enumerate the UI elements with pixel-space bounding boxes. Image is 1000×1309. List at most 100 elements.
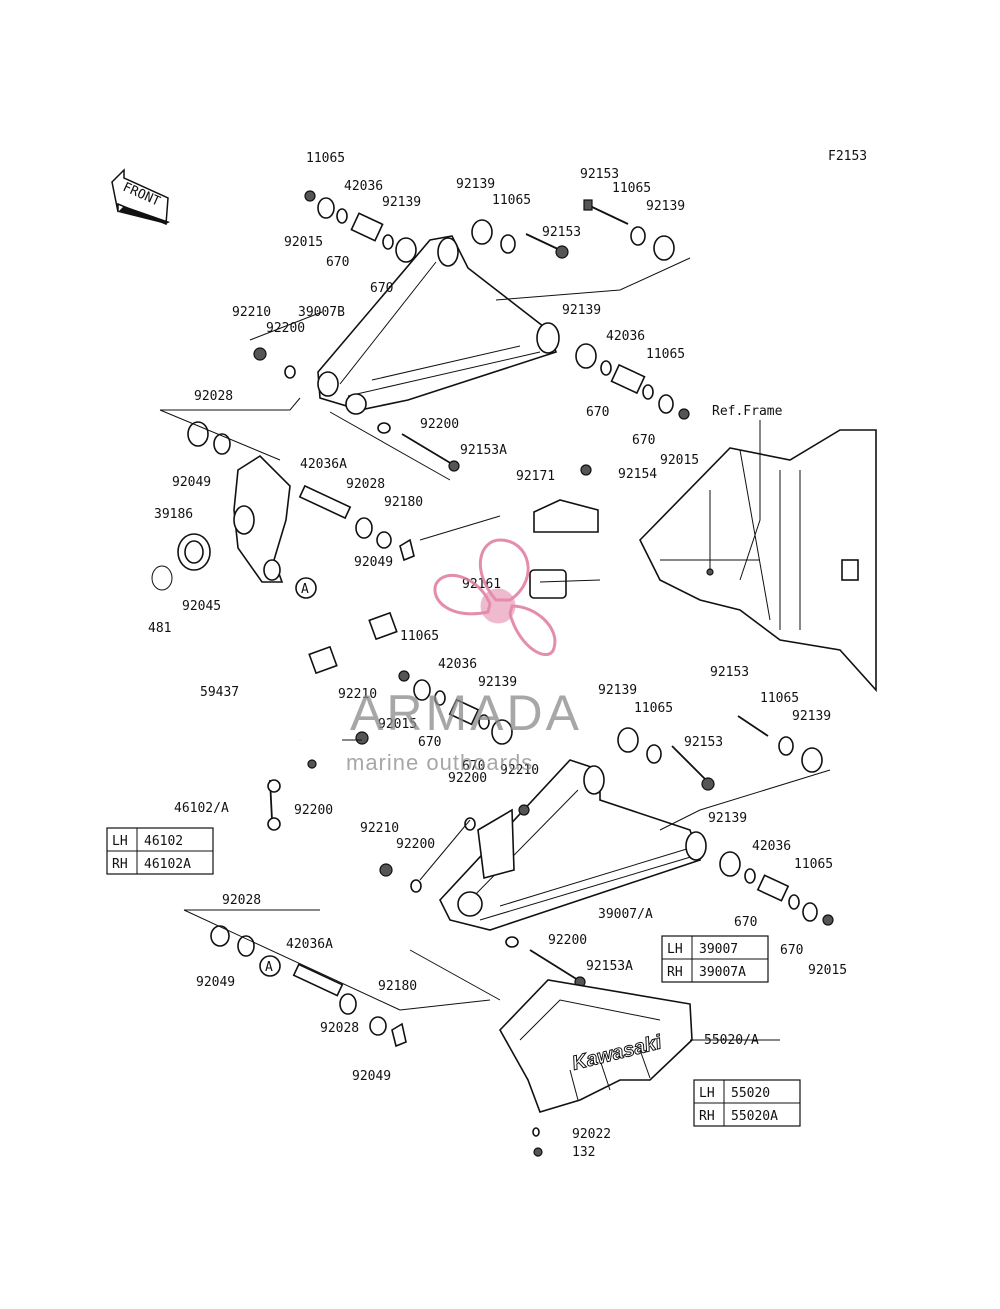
callout-label: 92139 <box>478 675 517 690</box>
callout-label: 92139 <box>598 683 637 698</box>
callout-label: 92015 <box>378 717 417 732</box>
ref-frame-label: Ref.Frame <box>712 404 783 419</box>
svg-text:RH: RH <box>667 965 683 980</box>
callout-label: 55020/A <box>704 1033 759 1048</box>
callout-label: 670 <box>586 405 609 420</box>
callout-label: 92200 <box>266 321 305 336</box>
upper-a-arm <box>317 235 560 415</box>
callout-label: 11065 <box>492 193 531 208</box>
callout-label: 42036 <box>606 329 645 344</box>
svg-text:LH: LH <box>112 834 128 849</box>
callout-label: 11065 <box>400 629 439 644</box>
callout-label: 92171 <box>516 469 555 484</box>
callout-label: 11065 <box>634 701 673 716</box>
propeller-logo-icon <box>433 538 557 657</box>
svg-text:46102A: 46102A <box>144 857 191 872</box>
callout-label: 42036A <box>300 457 347 472</box>
callout-label: 11065 <box>760 691 799 706</box>
callout-label: 92139 <box>562 303 601 318</box>
callout-label: 670 <box>370 281 393 296</box>
watermark-brand: ARMADA <box>350 685 582 741</box>
callout-label: 92045 <box>182 599 221 614</box>
callout-label: 92200 <box>294 803 333 818</box>
svg-text:LH: LH <box>699 1086 715 1101</box>
callout-label: 132 <box>572 1145 595 1160</box>
callout-label: 92028 <box>222 893 261 908</box>
callout-label: 92015 <box>284 235 323 250</box>
callout-label: 42036A <box>286 937 333 952</box>
callout-label: 92180 <box>378 979 417 994</box>
callout-label: 481 <box>148 621 171 636</box>
callout-labels: 11065 42036 92015 670 92139 670 92139 11… <box>148 151 847 1160</box>
callout-label: 92139 <box>646 199 685 214</box>
callout-label: 670 <box>780 943 803 958</box>
callout-label: 46102/A <box>174 801 229 816</box>
svg-text:55020: 55020 <box>731 1086 770 1101</box>
callout-label: 59437 <box>200 685 239 700</box>
callout-label: 92139 <box>456 177 495 192</box>
callout-label: 92153 <box>684 735 723 750</box>
frame-reference <box>639 429 877 693</box>
callout-label: 92049 <box>196 975 235 990</box>
callout-label: 92049 <box>172 475 211 490</box>
callout-label: 42036 <box>438 657 477 672</box>
svg-text:A: A <box>301 582 309 597</box>
stabilizer-bar <box>267 464 599 831</box>
lh-rh-table-55020: LH 55020 RH 55020A <box>693 1079 801 1127</box>
callout-label: 39186 <box>154 507 193 522</box>
circle-marker-a-upper: A <box>295 577 317 599</box>
callout-label: 11065 <box>612 181 651 196</box>
callout-label: 39007B <box>298 305 345 320</box>
callout-label: 670 <box>418 735 441 750</box>
callout-label: 92153 <box>542 225 581 240</box>
callout-label: 92015 <box>660 453 699 468</box>
callout-label: 92049 <box>354 555 393 570</box>
callout-label: 92139 <box>708 811 747 826</box>
steering-knuckle <box>151 421 415 591</box>
callout-label: 670 <box>734 915 757 930</box>
callout-label: 92153 <box>710 665 749 680</box>
figure-code: F2153 <box>828 149 867 164</box>
callout-label: 42036 <box>344 179 383 194</box>
callout-label: 92210 <box>500 763 539 778</box>
svg-text:RH: RH <box>699 1109 715 1124</box>
lower-bushings <box>210 670 834 1048</box>
callout-label: 92210 <box>360 821 399 836</box>
callout-label: 92015 <box>808 963 847 978</box>
callout-label: 92210 <box>232 305 271 320</box>
svg-text:39007: 39007 <box>699 942 738 957</box>
callout-label: 92210 <box>338 687 377 702</box>
svg-text:39007A: 39007A <box>699 965 746 980</box>
callout-label: 92200 <box>396 837 435 852</box>
callout-label: 670 <box>462 759 485 774</box>
watermark-tagline: marine outboards <box>346 750 533 775</box>
callout-label: 11065 <box>306 151 345 166</box>
svg-text:55020A: 55020A <box>731 1109 778 1124</box>
callout-label: 670 <box>326 255 349 270</box>
svg-text:RH: RH <box>112 857 128 872</box>
leader-lines <box>159 257 831 1041</box>
circle-marker-a-lower: A <box>259 955 281 977</box>
callout-label: 92200 <box>420 417 459 432</box>
svg-text:LH: LH <box>667 942 683 957</box>
callout-label: 92028 <box>346 477 385 492</box>
svg-text:46102: 46102 <box>144 834 183 849</box>
callout-label: 92028 <box>320 1021 359 1036</box>
callout-label: 92200 <box>448 771 487 786</box>
callout-label: 92028 <box>194 389 233 404</box>
upper-bushings <box>253 190 690 472</box>
callout-label: 92153A <box>586 959 633 974</box>
svg-text:A: A <box>265 960 273 975</box>
callout-label: 92139 <box>382 195 421 210</box>
callout-label: 92154 <box>618 467 657 482</box>
callout-label: 11065 <box>794 857 833 872</box>
callout-label: 11065 <box>646 347 685 362</box>
armada-watermark: ARMADA marine outboards <box>346 538 582 775</box>
callout-label: 92153 <box>580 167 619 182</box>
callout-label: 92049 <box>352 1069 391 1084</box>
lh-rh-table-46102: LH 46102 RH 46102A <box>106 827 214 875</box>
callout-label: 92180 <box>384 495 423 510</box>
callout-label: 670 <box>632 433 655 448</box>
